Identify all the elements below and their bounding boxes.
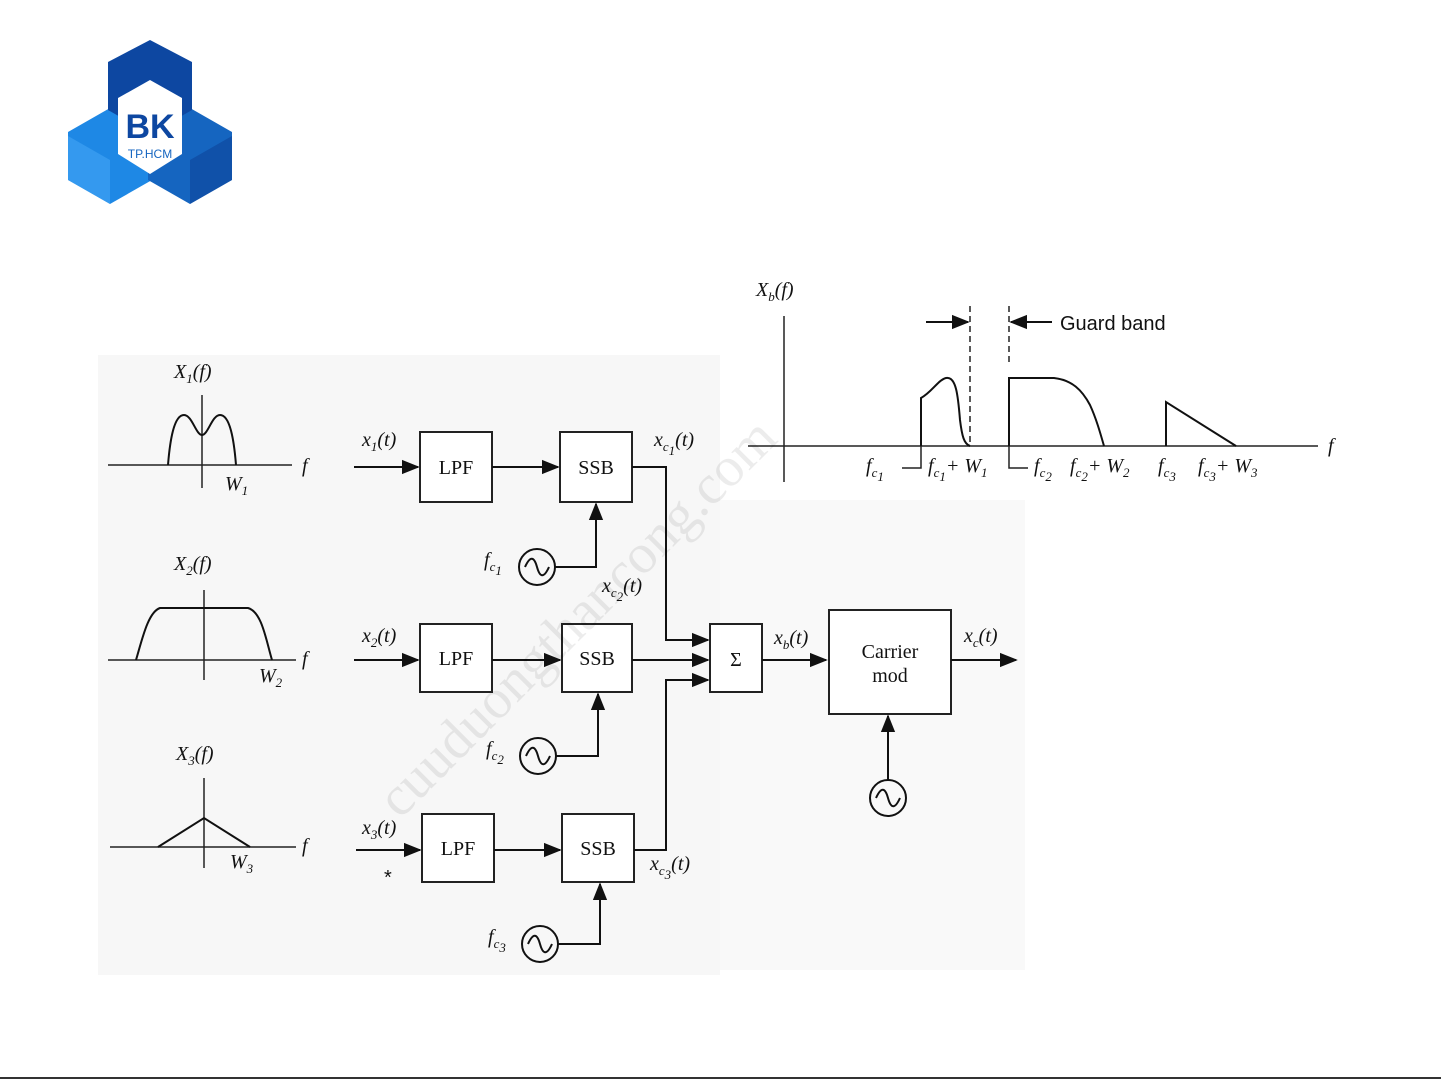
svg-text:SSB: SSB — [578, 457, 614, 479]
svg-text:LPF: LPF — [439, 457, 473, 479]
svg-text:fc1: fc1 — [866, 455, 884, 484]
svg-text:*: * — [384, 867, 392, 889]
svg-text:LPF: LPF — [439, 648, 473, 670]
svg-text:Xb(f): Xb(f) — [755, 279, 794, 304]
svg-text:Σ: Σ — [730, 649, 742, 671]
composite-spectrum: Xb(f) f Guard band fc1 fc1+ W1 fc2 fc2+ … — [748, 279, 1336, 484]
svg-text:Carrier: Carrier — [862, 641, 919, 663]
svg-text:f: f — [1328, 435, 1336, 457]
svg-text:mod: mod — [872, 665, 908, 687]
svg-text:fc2+ W2: fc2+ W2 — [1070, 455, 1130, 484]
svg-text:fc1+ W1: fc1+ W1 — [928, 455, 988, 484]
svg-text:X2(f): X2(f) — [173, 553, 212, 578]
svg-text:xb(t): xb(t) — [773, 627, 809, 652]
svg-text:x1(t): x1(t) — [361, 429, 397, 454]
svg-text:x2(t): x2(t) — [361, 625, 397, 650]
svg-text:X1(f): X1(f) — [173, 361, 212, 386]
svg-text:X3(f): X3(f) — [175, 743, 214, 768]
svg-text:fc3: fc3 — [1158, 455, 1176, 484]
svg-text:fc3+ W3: fc3+ W3 — [1198, 455, 1258, 484]
svg-text:LPF: LPF — [441, 838, 475, 860]
bottom-rule — [0, 1077, 1441, 1079]
svg-text:Guard band: Guard band — [1060, 313, 1166, 335]
svg-text:fc2: fc2 — [1034, 455, 1052, 484]
svg-text:x3(t): x3(t) — [361, 817, 397, 842]
svg-text:xc(t): xc(t) — [963, 625, 998, 650]
svg-text:SSB: SSB — [580, 838, 616, 860]
